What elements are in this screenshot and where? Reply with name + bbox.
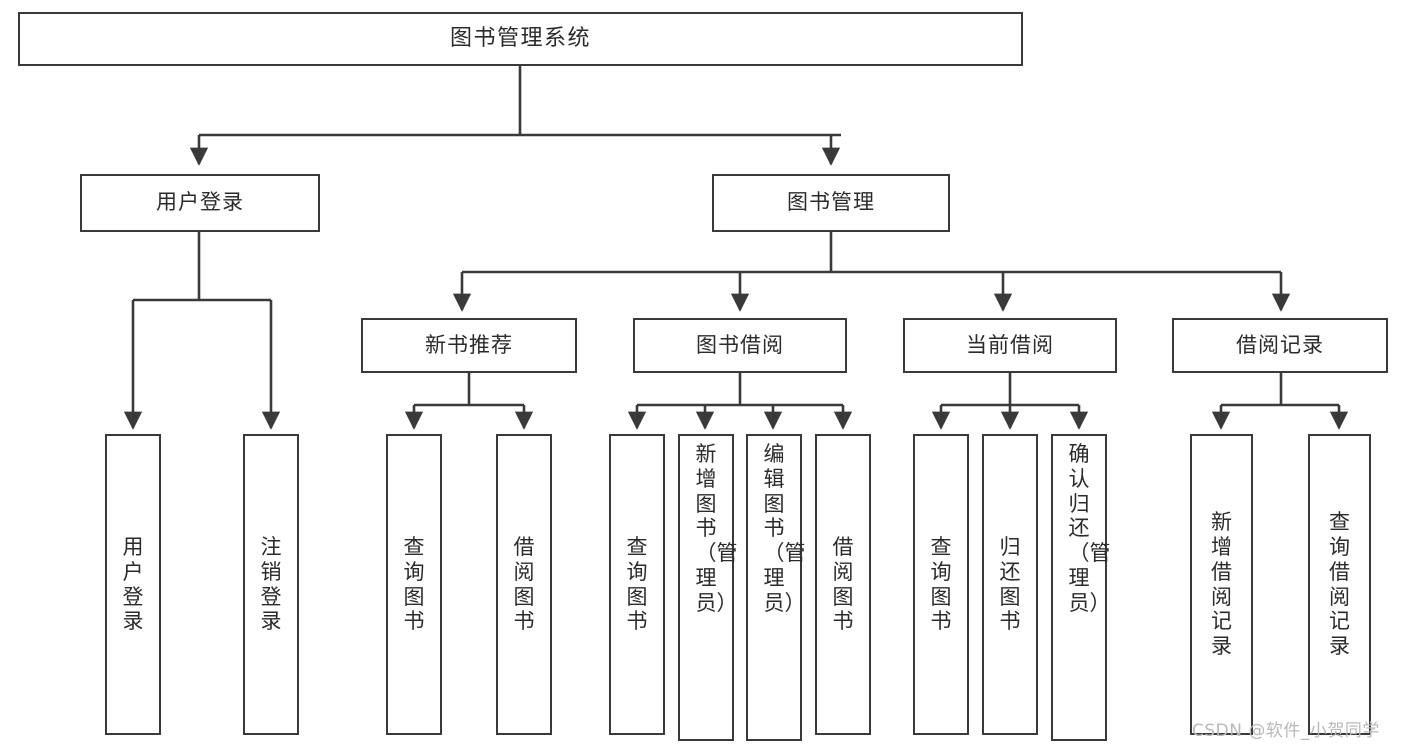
node-label: 当前借阅 — [966, 332, 1054, 357]
node-new-book-recommend[interactable]: 新书推荐 — [361, 318, 577, 373]
node-label: 用户登录 — [122, 534, 144, 634]
node-label: 借阅记录 — [1236, 332, 1324, 357]
node-label: 图书借阅 — [696, 332, 784, 357]
node-label: 归还图书 — [999, 534, 1021, 634]
leaf-new-book-query[interactable]: 查询图书 — [386, 434, 442, 735]
leaf-current-borrow-confirm-return[interactable]: 确认归还（管理员） — [1051, 434, 1111, 741]
node-root-system[interactable]: 图书管理系统 — [18, 12, 1023, 66]
node-label: 图书管理系统 — [449, 25, 591, 51]
node-label: 新书推荐 — [425, 332, 513, 357]
leaf-borrow-record-add[interactable]: 新增借阅记录 — [1190, 434, 1253, 735]
node-label: 用户登录 — [156, 190, 244, 215]
csdn-watermark: CSDN @软件_小贺同学 — [1192, 721, 1380, 741]
node-label: 编辑图书（管理员） — [763, 442, 806, 615]
node-label: 注销登录 — [260, 534, 282, 634]
leaf-book-borrow-edit[interactable]: 编辑图书（管理员） — [746, 434, 806, 741]
node-label: 查询借阅记录 — [1329, 510, 1350, 659]
node-book-manage[interactable]: 图书管理 — [712, 174, 950, 232]
node-current-borrow[interactable]: 当前借阅 — [903, 318, 1117, 373]
node-user-login[interactable]: 用户登录 — [80, 174, 320, 232]
node-label: 查询图书 — [626, 534, 648, 634]
node-label: 借阅图书 — [832, 534, 854, 634]
node-label: 图书管理 — [787, 190, 875, 215]
node-label: 新增借阅记录 — [1211, 510, 1232, 659]
leaf-user-login-login[interactable]: 用户登录 — [105, 434, 161, 735]
leaf-new-book-borrow[interactable]: 借阅图书 — [496, 434, 552, 735]
leaf-borrow-record-query[interactable]: 查询借阅记录 — [1308, 434, 1371, 735]
leaf-book-borrow-add[interactable]: 新增图书（管理员） — [678, 434, 738, 741]
node-borrow-record[interactable]: 借阅记录 — [1172, 318, 1388, 373]
leaf-book-borrow-query[interactable]: 查询图书 — [609, 434, 665, 735]
node-label: 借阅图书 — [513, 534, 535, 634]
leaf-current-borrow-return[interactable]: 归还图书 — [982, 434, 1038, 735]
node-book-borrow[interactable]: 图书借阅 — [633, 318, 847, 373]
leaf-book-borrow-borrow[interactable]: 借阅图书 — [815, 434, 871, 735]
leaf-user-login-logout[interactable]: 注销登录 — [243, 434, 299, 735]
node-label: 查询图书 — [403, 534, 425, 634]
node-label: 查询图书 — [930, 534, 952, 634]
leaf-current-borrow-query[interactable]: 查询图书 — [913, 434, 969, 735]
node-label: 新增图书（管理员） — [695, 442, 738, 615]
node-label: 确认归还（管理员） — [1068, 442, 1111, 615]
